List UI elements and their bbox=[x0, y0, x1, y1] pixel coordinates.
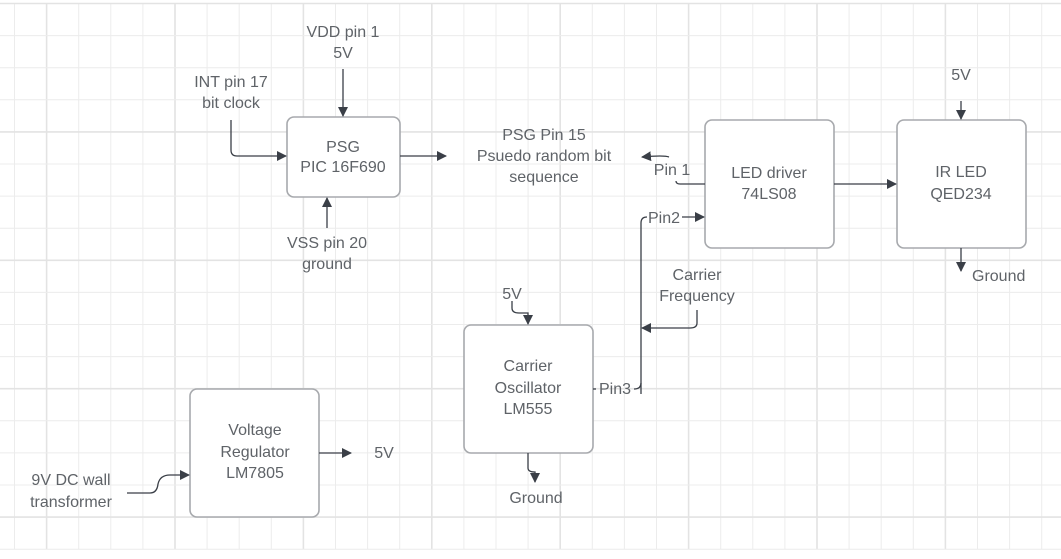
regulator-part: LM7805 bbox=[226, 465, 284, 482]
carrier-freq-connector[interactable] bbox=[641, 310, 698, 333]
carrier-oscillator-block[interactable]: Carrier Oscillator LM555 bbox=[463, 324, 594, 454]
carrier-freq-label-line2: Frequency bbox=[659, 288, 735, 305]
regulator-line1: Voltage bbox=[228, 422, 281, 439]
psg-out-label-line1: PSG Pin 15 bbox=[502, 127, 586, 144]
osc-5v-connector[interactable] bbox=[511, 301, 533, 325]
psg-title: PSG bbox=[326, 139, 360, 156]
pin2-connector[interactable] bbox=[640, 216, 648, 394]
psg-part: PIC 16F690 bbox=[300, 159, 385, 176]
vdd-label-line1: VDD pin 1 bbox=[307, 24, 380, 41]
voltage-regulator-block[interactable]: Voltage Regulator LM7805 bbox=[189, 388, 320, 518]
vdd-label-line2: 5V bbox=[333, 45, 353, 62]
pin3-tail[interactable] bbox=[633, 382, 642, 390]
led-driver-block[interactable]: LED driver 74LS08 bbox=[704, 119, 835, 249]
osc-ground-label: Ground bbox=[509, 490, 562, 507]
carrier-osc-line2: Oscillator bbox=[495, 380, 562, 397]
carrier-osc-part: LM555 bbox=[504, 401, 553, 418]
psg-out-label-line2: Psuedo random bit bbox=[477, 148, 612, 165]
pin3-label: Pin3 bbox=[599, 381, 631, 398]
reg-in-label-line2: transformer bbox=[30, 494, 112, 511]
led-driver-part: 74LS08 bbox=[741, 186, 796, 203]
osc-5v-label: 5V bbox=[502, 286, 522, 303]
pin1-label: Pin 1 bbox=[654, 162, 691, 179]
vss-label-line2: ground bbox=[302, 256, 352, 273]
ir-led-part: QED234 bbox=[930, 186, 991, 203]
reg-in-label-line1: 9V DC wall bbox=[31, 472, 110, 489]
ir-led-block[interactable]: IR LED QED234 bbox=[896, 119, 1027, 249]
ir-5v-label: 5V bbox=[951, 67, 971, 84]
pin1-connector[interactable] bbox=[675, 180, 705, 185]
pin2-label: Pin2 bbox=[648, 210, 680, 227]
regulator-line2: Regulator bbox=[220, 444, 290, 461]
reg-out-label: 5V bbox=[374, 445, 394, 462]
carrier-osc-line1: Carrier bbox=[504, 358, 554, 375]
vss-label-line1: VSS pin 20 bbox=[287, 235, 367, 252]
ir-ground-label: Ground bbox=[972, 268, 1025, 285]
carrier-freq-label-line1: Carrier bbox=[673, 267, 723, 284]
led-driver-title: LED driver bbox=[731, 165, 807, 182]
psg-block[interactable]: PSG PIC 16F690 bbox=[286, 116, 401, 198]
osc-ground-connector[interactable] bbox=[527, 453, 540, 483]
int-label-line2: bit clock bbox=[202, 95, 261, 112]
int-connector[interactable] bbox=[230, 120, 287, 161]
psg-out-label-line3: sequence bbox=[509, 169, 578, 186]
int-label-line1: INT pin 17 bbox=[194, 74, 268, 91]
pin1-return-arrow[interactable] bbox=[641, 151, 670, 162]
ir-led-title: IR LED bbox=[935, 164, 987, 181]
reg-in-connector[interactable] bbox=[127, 470, 190, 494]
